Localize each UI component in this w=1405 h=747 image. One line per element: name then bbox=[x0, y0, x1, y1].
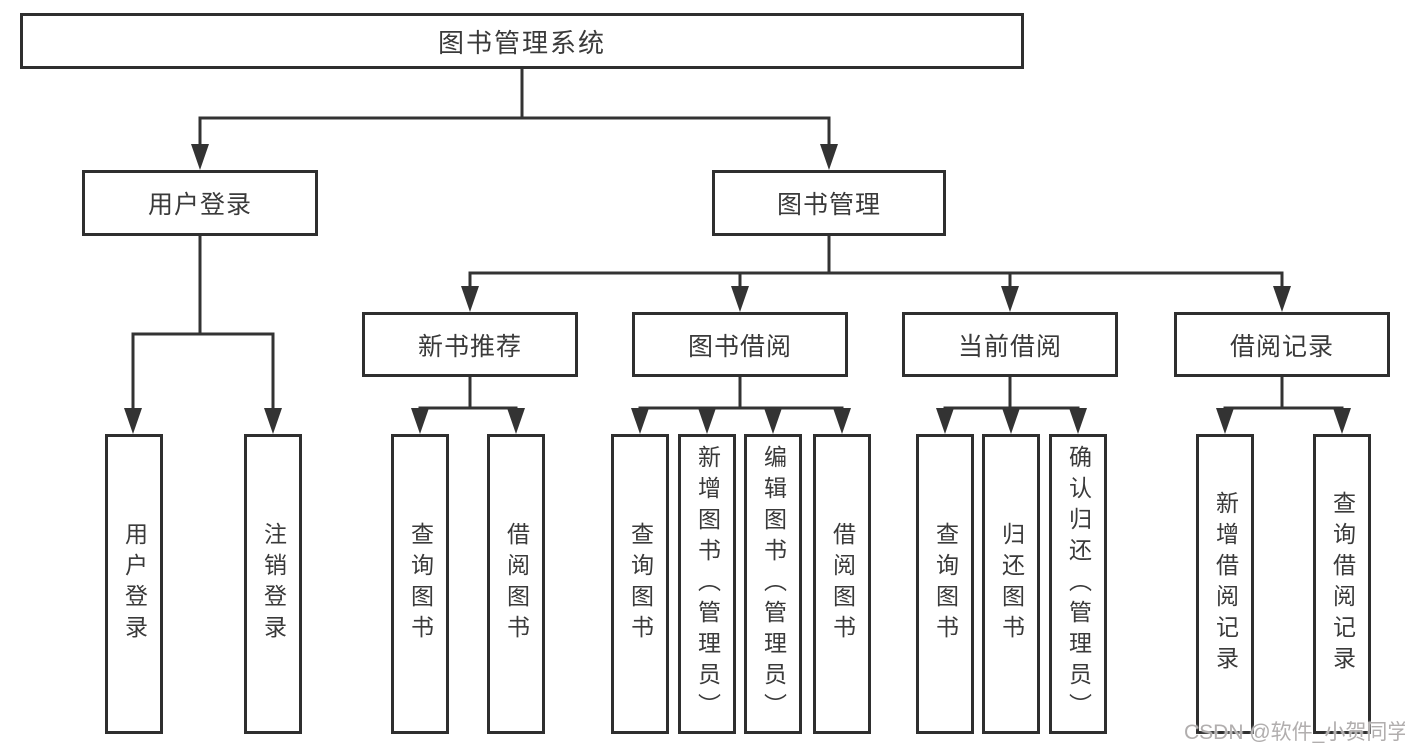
connector-new-book-recommendation-leaves bbox=[411, 375, 525, 434]
connector-borrowing-records-leaves bbox=[1216, 375, 1351, 434]
leaf-label: 查询图书 bbox=[932, 522, 959, 646]
leaf-user-login: 用户登录 bbox=[105, 434, 163, 734]
leaf-return-books: 归还图书 bbox=[982, 434, 1040, 734]
node-label: 借阅记录 bbox=[1229, 332, 1334, 361]
leaf-label: 注销登录 bbox=[260, 522, 287, 646]
leaf-label: 查询图书 bbox=[407, 522, 434, 646]
node-user-login: 用户登录 bbox=[82, 170, 318, 236]
leaf-add-books-admin: 新增图书（管理员） bbox=[678, 434, 736, 734]
leaf-label: 新增图书（管理员） bbox=[694, 444, 721, 724]
leaf-label: 查询图书 bbox=[627, 522, 654, 646]
connector-current-borrowing-leaves bbox=[936, 375, 1087, 434]
node-label: 用户登录 bbox=[147, 191, 252, 219]
leaf-borrow-books: 借阅图书 bbox=[813, 434, 871, 734]
leaf-label: 借阅图书 bbox=[503, 522, 530, 646]
connector-root-to-level2 bbox=[191, 67, 838, 170]
node-label: 图书管理 bbox=[776, 191, 881, 219]
leaf-label: 新增借阅记录 bbox=[1212, 491, 1239, 677]
leaf-query-books-borrowing: 查询图书 bbox=[611, 434, 669, 734]
leaf-edit-books-admin: 编辑图书（管理员） bbox=[744, 434, 802, 734]
leaf-logout: 注销登录 bbox=[244, 434, 302, 734]
node-borrowing-records: 借阅记录 bbox=[1174, 312, 1390, 377]
connector-book-borrowing-leaves bbox=[631, 375, 851, 434]
leaf-label: 编辑图书（管理员） bbox=[760, 444, 787, 724]
leaf-label: 确认归还（管理员） bbox=[1065, 444, 1092, 724]
leaf-query-books-current: 查询图书 bbox=[916, 434, 974, 734]
node-new-book-recommendation: 新书推荐 bbox=[362, 312, 578, 377]
leaf-borrow-books-recommend: 借阅图书 bbox=[487, 434, 545, 734]
node-book-management: 图书管理 bbox=[712, 170, 946, 236]
leaf-label: 借阅图书 bbox=[829, 522, 856, 646]
node-label: 当前借阅 bbox=[957, 332, 1062, 361]
csdn-watermark: CSDN @软件_小贺同学 bbox=[1184, 721, 1405, 744]
connector-user-login-to-leaves bbox=[124, 234, 282, 434]
leaf-add-borrow-record: 新增借阅记录 bbox=[1196, 434, 1254, 734]
leaf-query-books-recommend: 查询图书 bbox=[391, 434, 449, 734]
leaf-label: 用户登录 bbox=[121, 522, 148, 646]
node-label: 新书推荐 bbox=[417, 332, 522, 361]
leaf-label: 查询借阅记录 bbox=[1329, 491, 1356, 677]
node-current-borrowing: 当前借阅 bbox=[902, 312, 1118, 377]
leaf-confirm-return-admin: 确认归还（管理员） bbox=[1049, 434, 1107, 734]
leaf-query-borrow-record: 查询借阅记录 bbox=[1313, 434, 1371, 734]
connector-book-management-to-level3 bbox=[461, 234, 1291, 312]
node-library-management-system: 图书管理系统 bbox=[20, 13, 1024, 69]
node-label: 图书借阅 bbox=[687, 332, 792, 361]
node-label: 图书管理系统 bbox=[437, 27, 606, 58]
leaf-label: 归还图书 bbox=[998, 522, 1025, 646]
node-book-borrowing: 图书借阅 bbox=[632, 312, 848, 377]
